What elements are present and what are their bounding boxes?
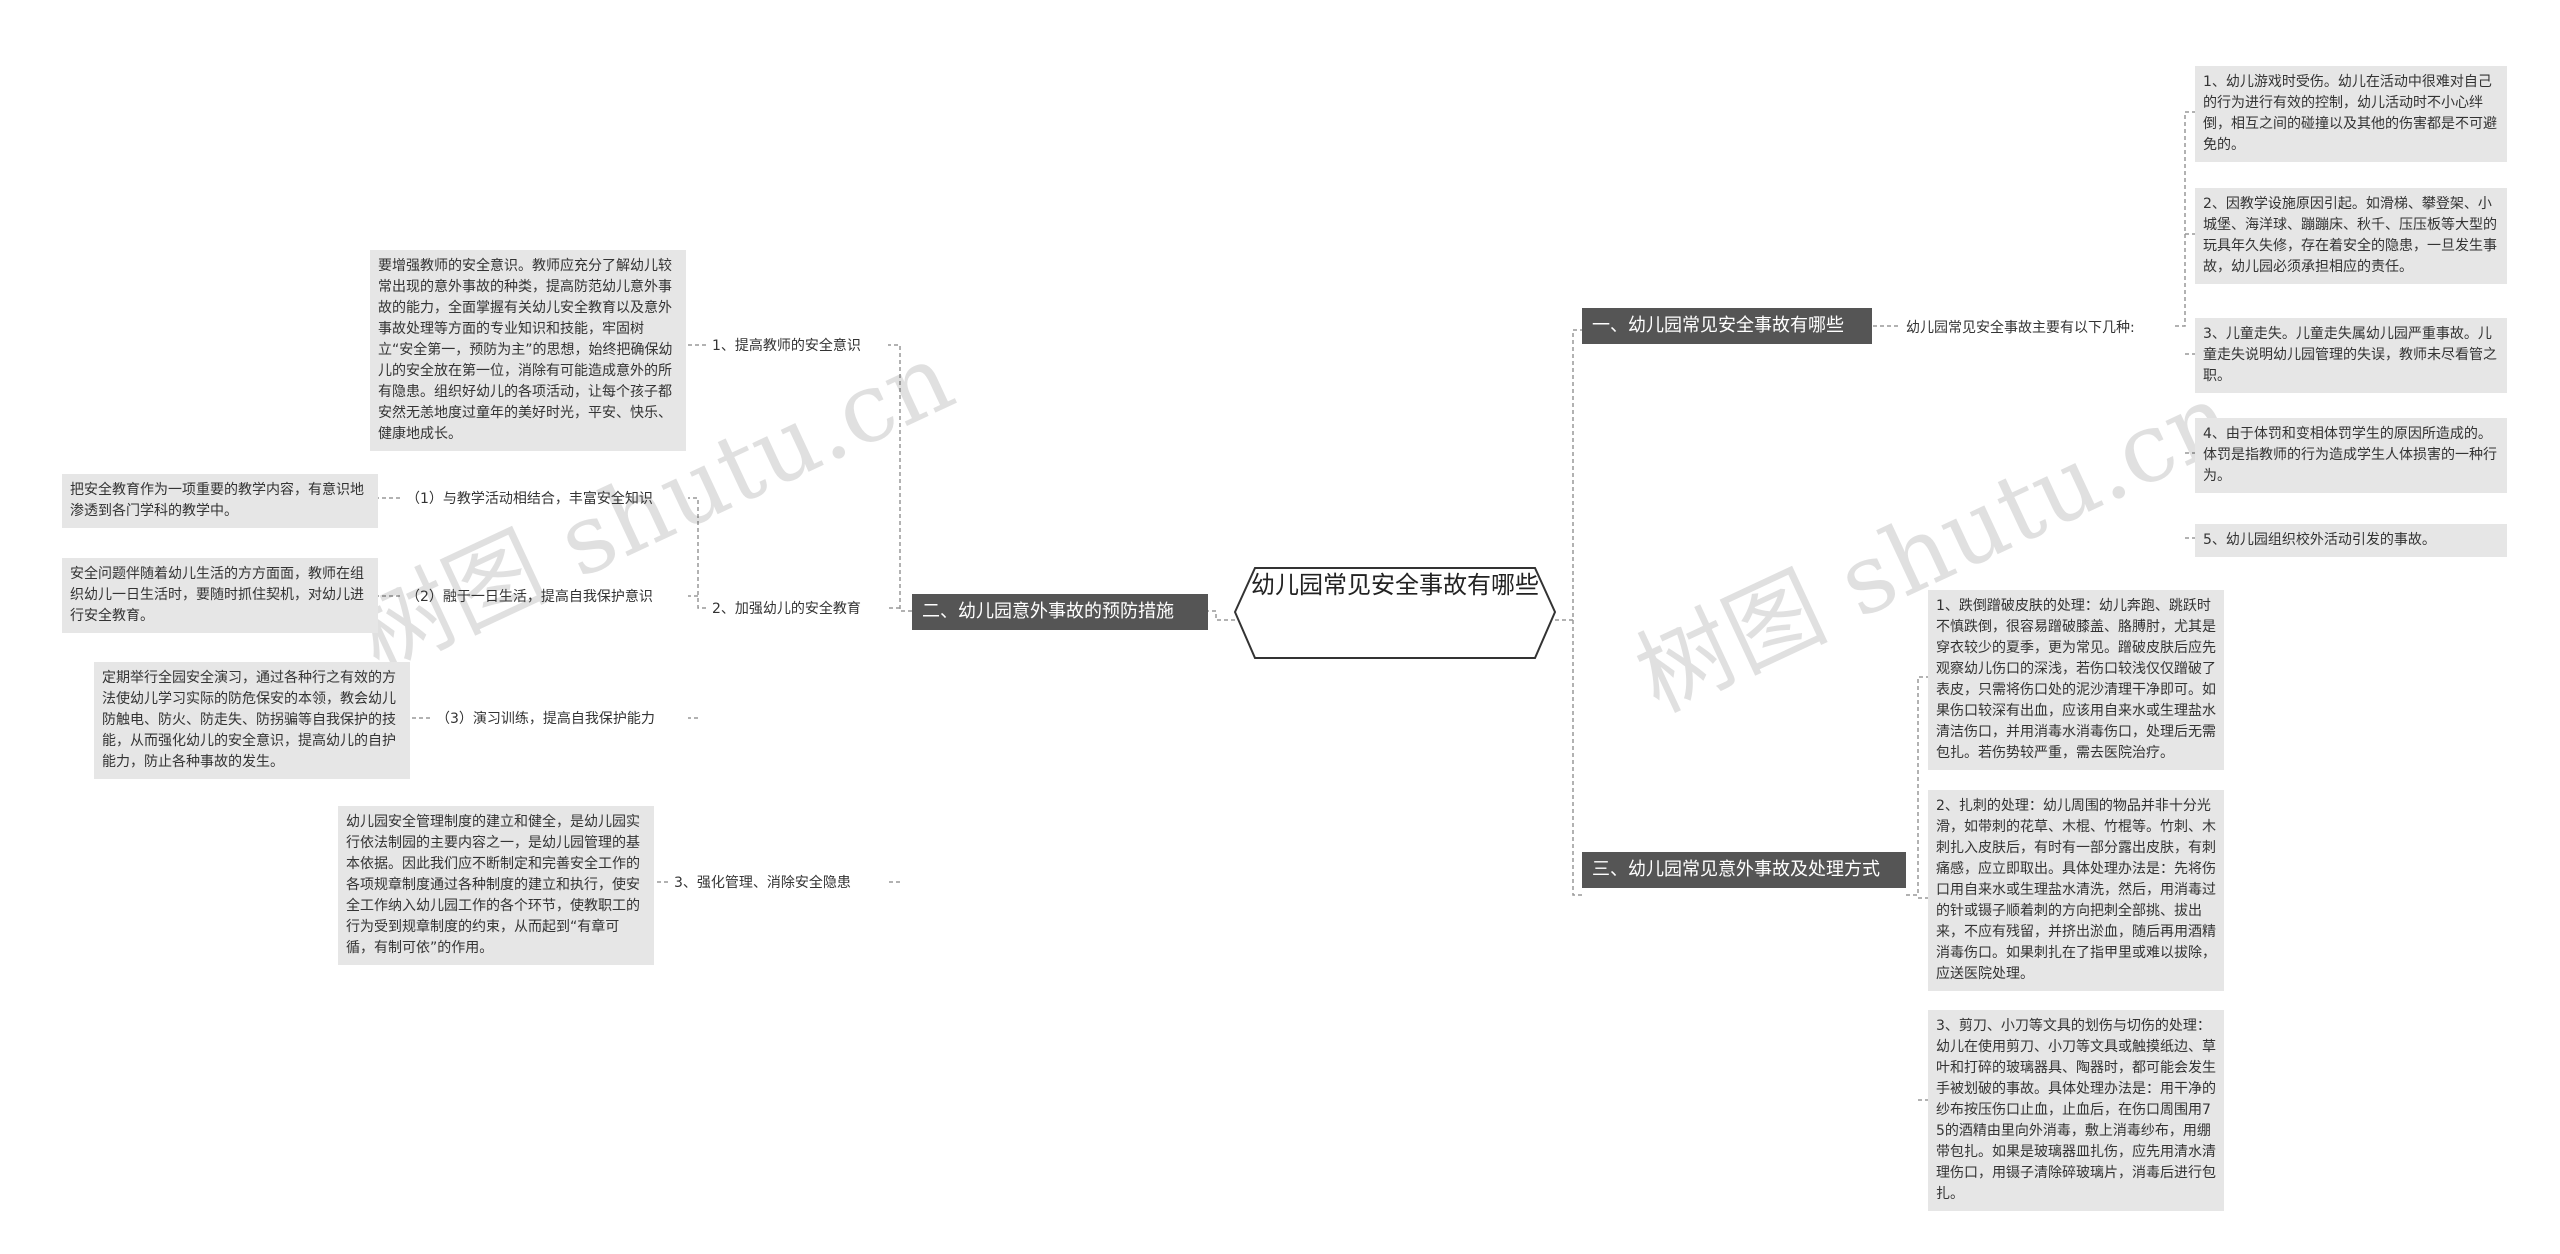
branch2-sub3-text: 幼儿园安全管理制度的建立和健全，是幼儿园实行依法制园的主要内容之一，是幼儿园管理…: [338, 806, 654, 965]
branch3-item-1: 1、跌倒蹭破皮肤的处理：幼儿奔跑、跳跃时不慎跌倒，很容易蹭破膝盖、胳膊肘，尤其是…: [1928, 590, 2224, 770]
branch1-item-3: 3、儿童走失。儿童走失属幼儿园严重事故。儿童走失说明幼儿园管理的失误，教师未尽看…: [2195, 318, 2507, 393]
branch3-label: 三、幼儿园常见意外事故及处理方式: [1582, 852, 1906, 888]
branch2-sub2-item-2-label: （2）融于一日生活，提高自我保护意识: [406, 589, 653, 605]
link-root-b2: [1208, 610, 1235, 621]
branch3-item-3: 3、剪刀、小刀等文具的划伤与切伤的处理：幼儿在使用剪刀、小刀等文具或触摸纸边、草…: [1928, 1010, 2224, 1211]
link-root-b1: [1555, 329, 1582, 621]
branch2-sub2-item-3-label: （3）演习训练，提高自我保护能力: [436, 711, 655, 727]
link-b3-items: [1906, 676, 1928, 1101]
branch2-sub2-item-3-text: 定期举行全园安全演习，通过各种行之有效的方法使幼儿学习实际的防危保安的本领，教会…: [94, 662, 410, 779]
branch3-item-2: 2、扎刺的处理：幼儿周围的物品并非十分光滑，如带刺的花草、木棍、竹棍等。竹刺、木…: [1928, 790, 2224, 991]
branch2-label: 二、幼儿园意外事故的预防措施: [912, 594, 1208, 630]
link-sub2-items: [688, 497, 706, 719]
branch2-sub3-label: 3、强化管理、消除安全隐患: [674, 875, 851, 891]
link-root-b3: [1572, 620, 1582, 896]
branch2-sub2-label: 2、加强幼儿的安全教育: [712, 601, 861, 617]
link-b2-subs: [888, 344, 912, 883]
branch1-item-2: 2、因教学设施原因引起。如滑梯、攀登架、小城堡、海洋球、蹦蹦床、秋千、压压板等大…: [2195, 188, 2507, 284]
branch1-label: 一、幼儿园常见安全事故有哪些: [1582, 308, 1872, 344]
branch1-item-5: 5、幼儿园组织校外活动引发的事故。: [2195, 524, 2507, 557]
branch1-item-4: 4、由于体罚和变相体罚学生的原因所造成的。体罚是指教师的行为造成学生人体损害的一…: [2195, 418, 2507, 493]
root-title: 幼儿园常见安全事故有哪些: [1251, 571, 1539, 599]
branch2-sub1-label: 1、提高教师的安全意识: [712, 338, 861, 354]
branch2-sub1-text: 要增强教师的安全意识。教师应充分了解幼儿较常出现的意外事故的种类，提高防范幼儿意…: [370, 250, 686, 451]
branch1-child: 幼儿园常见安全事故主要有以下几种:: [1906, 320, 2135, 336]
branch2-sub2-item-1-text: 把安全教育作为一项重要的教学内容，有意识地渗透到各门学科的教学中。: [62, 474, 378, 528]
root-shape: [1233, 567, 1557, 659]
branch1-item-1: 1、幼儿游戏时受伤。幼儿在活动中很难对自己的行为进行有效的控制，幼儿活动时不小心…: [2195, 66, 2507, 162]
branch2-sub2-item-2-text: 安全问题伴随着幼儿生活的方方面面，教师在组织幼儿一日生活时，要随时抓住契机，对幼…: [62, 558, 378, 633]
branch2-sub2-item-1-label: （1）与教学活动相结合，丰富安全知识: [406, 491, 653, 507]
